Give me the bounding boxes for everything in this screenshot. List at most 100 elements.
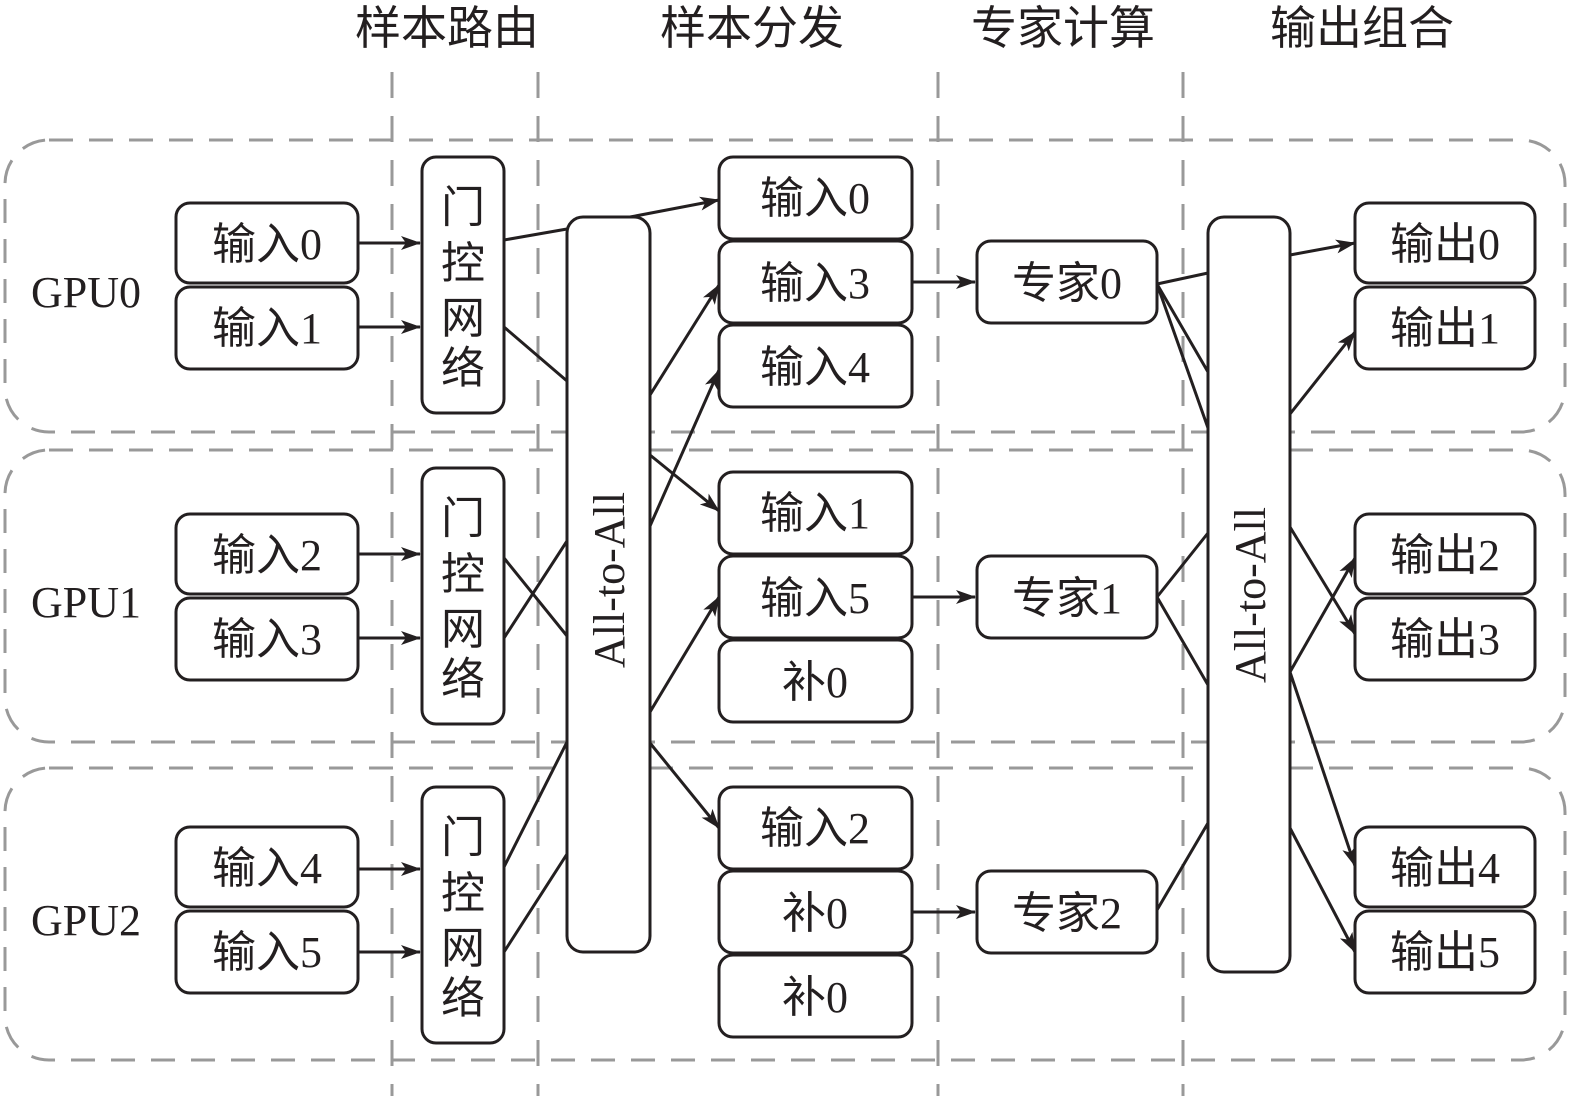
edge-a2a-output2 [1288, 557, 1357, 673]
expert-box-label: 专家0 [1012, 259, 1122, 308]
input-box: 输入4 [174, 825, 360, 909]
edge-a2a-dispatch-input2 [648, 742, 721, 829]
input-box: 输入5 [174, 909, 360, 995]
gate-char: 门 [441, 494, 485, 543]
gpu1-label: GPU1 [31, 578, 141, 627]
input-box-label: 输入1 [212, 304, 322, 353]
dispatch-box-label: 输入1 [760, 489, 870, 538]
edge-expert1-a2a-1 [1155, 532, 1210, 598]
header-expert-compute: 专家计算 [971, 3, 1155, 54]
expert-box-label: 专家2 [1012, 889, 1122, 938]
edge-gate1-a2a-cross1 [502, 557, 569, 637]
gpu-groups [3, 138, 1567, 1062]
edges [358, 196, 1357, 959]
gate-char: 络 [441, 344, 485, 393]
dispatch-box-label: 输入0 [760, 174, 870, 223]
dispatch-box: 补0 [717, 638, 914, 724]
expert-box: 专家2 [975, 869, 1159, 955]
dispatch-box: 输入5 [717, 554, 914, 640]
output-boxes: 输出0 输出1 输出2 输出3 输出4 输出5 [1353, 201, 1537, 995]
experts: 专家0 专家1 专家2 [975, 239, 1159, 955]
dispatch-box: 输入2 [717, 785, 914, 871]
output-box: 输出0 [1353, 201, 1537, 285]
gate-char: 网 [441, 924, 485, 973]
input-box-label: 输入3 [212, 615, 322, 664]
edge-expert0-a2a-1 [1156, 271, 1209, 286]
header-output-combine: 输出组合 [1270, 3, 1454, 54]
gate-char: 控 [441, 550, 485, 599]
output-box: 输出1 [1353, 285, 1537, 371]
dispatch-box: 补0 [717, 869, 914, 955]
input-box: 输入0 [174, 201, 360, 285]
output-box: 输出3 [1353, 596, 1537, 682]
input-box: 输入1 [174, 285, 360, 371]
dispatch-box-label: 补0 [782, 973, 848, 1022]
dispatch-box-label: 输入2 [760, 804, 870, 853]
edge-a2a-dispatch-input1 [649, 453, 720, 513]
edge-a2a-output4 [1288, 671, 1357, 867]
gate-network-gpu1: 门 控 网 络 [420, 466, 506, 726]
input-box-label: 输入0 [212, 220, 322, 269]
gate-network-gpu0: 门 控 网 络 [420, 155, 506, 415]
input-box-label: 输入2 [212, 531, 322, 580]
edge-gate0-a2a-top [503, 227, 568, 242]
edge-expert0-a2a-2 [1155, 283, 1210, 373]
dispatch-box: 输入0 [717, 155, 914, 241]
input-box: 输入3 [174, 596, 360, 682]
dispatched-boxes: 输入0 输入3 输入4 输入1 输入5 补0 输入2 补0 [717, 155, 914, 1039]
all-to-all-combine: All-to-All [1206, 215, 1292, 974]
edge-a2a-dispatch-input5 [648, 596, 721, 713]
gate-char: 网 [441, 294, 485, 343]
output-box-label: 输出1 [1390, 304, 1500, 353]
edge-a2a-output3 [1288, 526, 1357, 635]
dispatch-box-label: 补0 [782, 658, 848, 707]
output-box-label: 输出3 [1390, 615, 1500, 664]
dispatch-box-label: 输入3 [760, 259, 870, 308]
dispatch-box-label: 输入5 [760, 574, 870, 623]
edge-a2a-dispatch-input0 [629, 196, 720, 219]
input-box-label: 输入4 [212, 844, 322, 893]
edge-a2a-output1 [1288, 331, 1357, 415]
output-box-label: 输出5 [1390, 928, 1500, 977]
edge-expert2-a2a-1 [1155, 822, 1210, 911]
output-box: 输出5 [1353, 909, 1537, 995]
dispatch-box: 补0 [717, 953, 914, 1039]
output-box: 输出4 [1353, 825, 1537, 909]
edge-a2a-dispatch-input3 [648, 284, 721, 396]
edge-gate0-a2a-mid [503, 325, 568, 383]
edge-a2a-output0 [1289, 239, 1356, 257]
header-sample-dispatch: 样本分发 [660, 3, 844, 54]
output-box: 输出2 [1353, 512, 1537, 596]
output-box-label: 输出4 [1390, 844, 1500, 893]
dispatch-box: 输入4 [717, 323, 914, 409]
edge-expert1-a2a-2 [1155, 596, 1210, 686]
edge-expert0-a2a-3 [1155, 283, 1210, 429]
gate-char: 门 [441, 813, 485, 862]
all-to-all-combine-label: All-to-All [1226, 507, 1275, 683]
gate-char: 络 [441, 655, 485, 704]
gpu2-label: GPU2 [31, 896, 141, 945]
output-box-label: 输出0 [1390, 220, 1500, 269]
dispatch-box: 输入1 [717, 470, 914, 556]
expert-box-label: 专家1 [1012, 574, 1122, 623]
gate-char: 控 [441, 239, 485, 288]
input-box-label: 输入5 [212, 928, 322, 977]
edge-a2a-dispatch-input4 [648, 369, 721, 527]
dispatch-box-label: 补0 [782, 889, 848, 938]
edge-gate2-a2a-up2 [502, 853, 569, 953]
all-to-all-dispatch-label: All-to-All [585, 492, 634, 668]
gpu1-group [3, 448, 1567, 744]
header-sample-routing: 样本路由 [355, 3, 539, 54]
stage-dividers [390, 72, 1185, 1096]
gpu2-group [3, 766, 1567, 1062]
input-box: 输入2 [174, 512, 360, 596]
dispatch-box: 输入3 [717, 239, 914, 325]
edge-gate2-a2a-up1 [502, 741, 569, 868]
gate-char: 络 [441, 974, 485, 1023]
edge-a2a-output5 [1288, 827, 1357, 953]
output-box-label: 输出2 [1390, 531, 1500, 580]
gpu0-group [3, 138, 1567, 434]
gate-network-gpu2: 门 控 网 络 [420, 785, 506, 1045]
gate-char: 网 [441, 605, 485, 654]
